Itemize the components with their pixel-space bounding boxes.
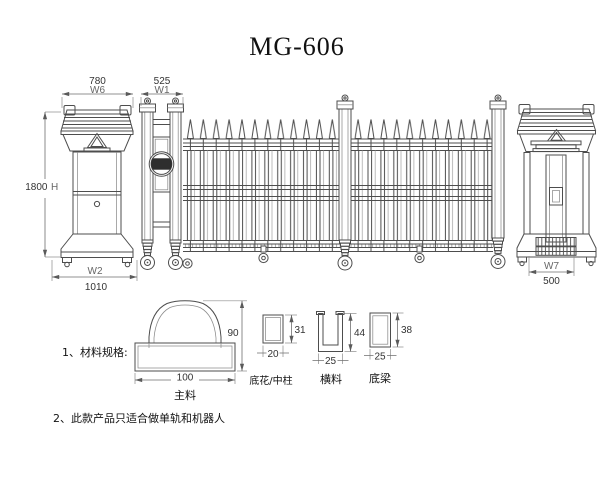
dim-ref: W2 [88, 266, 103, 277]
spring [339, 239, 351, 256]
brand-badge-icon [148, 151, 175, 177]
dim-lead-post-width: 525 W1 [140, 76, 184, 108]
section-main-profile: 90 100 主料 [134, 300, 247, 402]
wheel [490, 254, 506, 269]
right-pillar-drawing [516, 104, 597, 267]
retractable-gate-drawing [183, 117, 493, 264]
triangle-emblem-icon [86, 132, 108, 148]
dim-value: 525 [154, 76, 171, 87]
post-cap [489, 94, 507, 110]
louvers [62, 113, 132, 129]
section-height: 38 [401, 325, 413, 336]
base-grille [535, 237, 577, 247]
dim-value: 500 [543, 276, 560, 287]
foot [586, 256, 596, 263]
section-cross-rail: 44 25 横料 [312, 311, 366, 386]
materials-heading: 1、材料规格: [62, 345, 128, 359]
gate-bottom-rail [183, 240, 493, 252]
post-cap [139, 97, 156, 113]
gate-top-rail [183, 138, 493, 151]
section-height: 31 [295, 325, 307, 336]
wheel [168, 255, 183, 270]
spring [169, 239, 182, 256]
dim-ref: H [51, 182, 58, 193]
dim-pillar-base-width: W2 1010 [51, 260, 138, 293]
spring [492, 237, 504, 254]
wheel [140, 255, 155, 270]
dim-ref: W7 [544, 261, 559, 272]
left-pillar-drawing [60, 105, 134, 268]
section-bottom-deco-post: 31 20 底花/中柱 [249, 314, 307, 387]
spring [141, 239, 154, 256]
dim-value: 1010 [85, 282, 108, 293]
dim-value: 780 [89, 76, 106, 87]
tail-post-drawing [489, 94, 507, 269]
dim-right-pillar-base-width: W7 500 [528, 256, 575, 287]
section-bottom-beam: 38 25 底梁 [364, 312, 413, 385]
dim-value: 1800 [25, 182, 48, 193]
section-width: 25 [374, 352, 386, 363]
section-height: 90 [227, 328, 239, 339]
gate-hanging-wheel [414, 245, 425, 264]
gate-hanging-wheel [258, 245, 269, 264]
section-height: 44 [354, 328, 366, 339]
gate-pickets [183, 150, 493, 241]
middle-post-drawing [336, 94, 354, 271]
section-width: 100 [177, 373, 194, 384]
louvers [519, 112, 594, 127]
section-width: 20 [267, 349, 279, 360]
section-label: 底梁 [369, 371, 391, 385]
dim-height: 1800 H [25, 111, 61, 258]
section-label: 主料 [174, 388, 196, 402]
dim-pillar-top-width: 780 W6 [61, 76, 134, 108]
section-label: 底花/中柱 [249, 374, 292, 387]
post-cap [336, 94, 354, 110]
wheel [182, 258, 193, 269]
wheel [337, 255, 353, 271]
section-width: 25 [325, 356, 337, 367]
section-label: 横料 [320, 372, 342, 386]
dim-ref: W1 [155, 85, 170, 96]
gate-middle-band [183, 185, 493, 201]
dim-ref: W6 [90, 85, 105, 96]
usage-note: 2、此款产品只适合做单轨和机器人 [53, 411, 225, 425]
post-cap [167, 97, 184, 113]
drawing-title: MG-606 [249, 32, 345, 61]
triangle-emblem-icon [546, 128, 567, 142]
leading-post-drawing [139, 97, 193, 270]
keyhole [93, 200, 101, 208]
foot [517, 256, 527, 263]
